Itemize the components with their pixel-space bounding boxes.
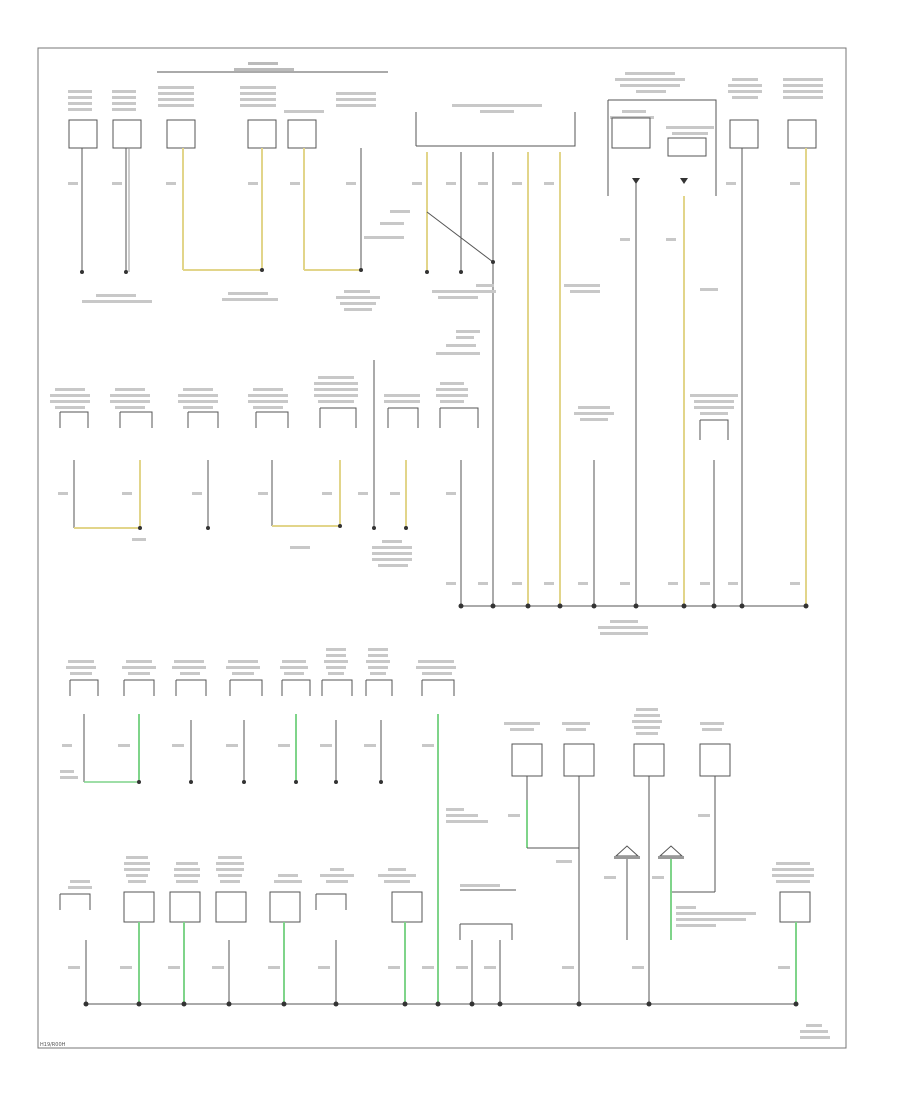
diagram-code-label: H19/R00H	[40, 1042, 66, 1048]
diagram-border	[37, 47, 847, 1049]
middle-section	[50, 360, 809, 635]
top-section	[68, 62, 823, 604]
bottom-section	[59, 648, 830, 1039]
